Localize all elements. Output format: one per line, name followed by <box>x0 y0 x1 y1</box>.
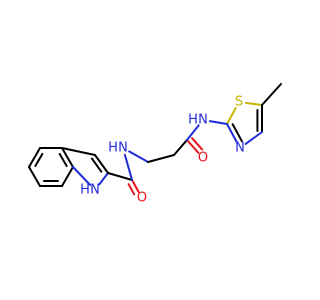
bond <box>72 166 92 186</box>
bond <box>191 137 204 151</box>
bond <box>61 147 96 156</box>
bond <box>58 152 68 168</box>
bond <box>28 166 41 187</box>
bond <box>28 147 41 168</box>
thiazole-nitrogen-label: N <box>235 141 245 156</box>
skeleton <box>28 83 282 196</box>
amide-nitrogen-label: N <box>118 141 128 156</box>
indole-hydrogen-label: H <box>80 183 90 198</box>
bond <box>226 123 238 143</box>
bond <box>244 101 263 106</box>
indole-nitrogen-label: N <box>90 183 100 198</box>
bond <box>127 183 136 196</box>
bond <box>131 179 140 193</box>
bond <box>261 83 282 106</box>
amide-oxygen-label: O <box>137 191 147 206</box>
amide-oxygen-label: O <box>198 151 208 166</box>
bond <box>173 139 188 156</box>
bond <box>147 154 175 163</box>
bond <box>61 147 74 168</box>
bond <box>244 131 263 145</box>
bond <box>90 157 103 173</box>
amide-hydrogen-label: H <box>108 141 118 156</box>
bond <box>231 123 243 143</box>
bond <box>123 153 133 181</box>
bond <box>186 124 200 141</box>
bond <box>61 166 74 187</box>
bond <box>34 152 44 168</box>
amide-nitrogen-label: N <box>198 113 208 128</box>
bond <box>128 150 149 163</box>
amide-hydrogen-label: H <box>188 113 198 128</box>
bond <box>94 154 109 174</box>
bond <box>226 107 237 125</box>
bond <box>98 172 109 186</box>
bond <box>208 120 228 125</box>
bond <box>186 139 200 154</box>
bond <box>107 172 133 181</box>
thiazole-sulfur-label: S <box>235 95 243 110</box>
